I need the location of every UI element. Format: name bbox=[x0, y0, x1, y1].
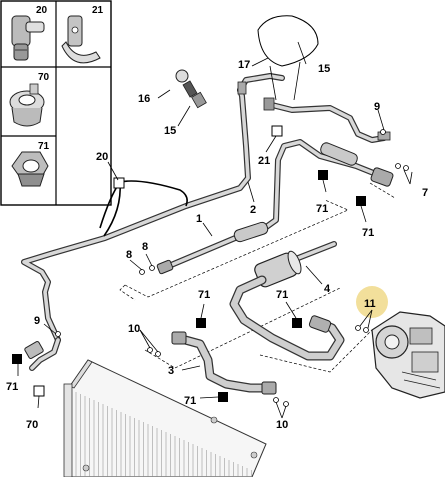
callout-8a: 8 bbox=[126, 249, 132, 261]
inset-70: 70 bbox=[9, 72, 50, 127]
callout-21: 21 bbox=[258, 155, 270, 167]
callout-20: 20 bbox=[96, 151, 108, 163]
callout-10b: 10 bbox=[276, 419, 288, 431]
inset-71-number: 71 bbox=[38, 141, 50, 152]
leader-lines bbox=[17, 41, 413, 419]
pipe-left-lower bbox=[24, 337, 61, 371]
callout-17: 17 bbox=[238, 59, 250, 71]
callout-71c: 71 bbox=[362, 227, 374, 239]
highlight-11 bbox=[356, 286, 388, 318]
condenser-icon bbox=[63, 359, 267, 477]
pipe-1 bbox=[156, 139, 389, 275]
callout-71a: 71 bbox=[6, 381, 18, 393]
callout-8b: 8 bbox=[142, 241, 148, 253]
discharge-hose bbox=[229, 275, 345, 361]
pipe-upper-right bbox=[263, 97, 391, 143]
inset-70-number: 70 bbox=[38, 72, 50, 83]
marker-71 bbox=[318, 170, 328, 180]
compressor-icon bbox=[371, 311, 445, 399]
callout-71f: 71 bbox=[184, 395, 196, 407]
bracket-clip-icon bbox=[61, 15, 101, 64]
callouts: 1 2 3 4 7 8 8 9 9 10 10 11 15 15 16 17 2… bbox=[6, 59, 428, 431]
marker-21 bbox=[271, 125, 283, 137]
callout-10a: 10 bbox=[128, 323, 140, 335]
callout-15a: 15 bbox=[164, 125, 176, 137]
callout-15b: 15 bbox=[318, 63, 330, 75]
reference-lines bbox=[119, 182, 396, 373]
marker-71 bbox=[12, 354, 22, 364]
detail-bubble-17-15 bbox=[257, 15, 319, 101]
marker-71 bbox=[292, 318, 302, 328]
marker-70 bbox=[33, 385, 45, 397]
callout-71e: 71 bbox=[276, 289, 288, 301]
marker-71 bbox=[356, 196, 366, 206]
callout-4: 4 bbox=[324, 283, 331, 295]
marker-20 bbox=[113, 177, 125, 189]
callout-7: 7 bbox=[422, 187, 428, 199]
callout-3: 3 bbox=[168, 365, 174, 377]
marker-71 bbox=[196, 318, 206, 328]
markers bbox=[12, 125, 366, 402]
inset-21-number: 21 bbox=[92, 5, 104, 16]
valve-cap-icon bbox=[175, 69, 207, 109]
nut-icon bbox=[11, 151, 49, 187]
pipe-to-7 bbox=[370, 167, 394, 187]
pipe-clip bbox=[237, 81, 247, 95]
callout-11: 11 bbox=[364, 298, 376, 310]
callout-70: 70 bbox=[26, 419, 38, 431]
callout-71b: 71 bbox=[316, 203, 328, 215]
marker-71 bbox=[218, 392, 228, 402]
clip-icon bbox=[11, 15, 45, 61]
inset-21: 21 bbox=[61, 5, 104, 64]
inset-71: 71 bbox=[11, 141, 50, 187]
callout-1: 1 bbox=[196, 213, 202, 225]
callout-2: 2 bbox=[250, 204, 256, 216]
callout-16: 16 bbox=[138, 93, 150, 105]
inset-20: 20 bbox=[11, 5, 48, 61]
pipe-3 bbox=[171, 331, 277, 395]
grommet-icon bbox=[9, 83, 45, 127]
callout-71d: 71 bbox=[198, 289, 210, 301]
callout-9b: 9 bbox=[374, 101, 380, 113]
callout-9a: 9 bbox=[34, 315, 40, 327]
inset-20-number: 20 bbox=[36, 5, 48, 16]
